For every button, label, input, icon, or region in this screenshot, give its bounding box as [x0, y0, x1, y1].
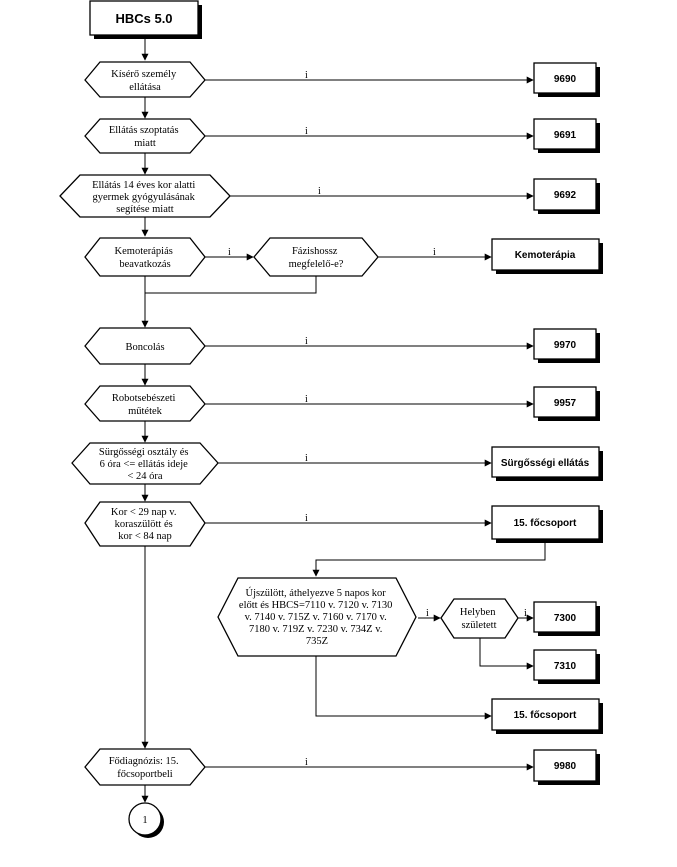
svg-text:Kemoterápia: Kemoterápia: [515, 250, 576, 261]
result-kemoterapia: Kemoterápia: [491, 238, 603, 274]
svg-text:9692: 9692: [554, 190, 577, 201]
yes-label: i: [318, 186, 321, 197]
yes-label: i: [305, 453, 308, 464]
decision-fazishossz-label: Fázishossz megfelelő-e?: [289, 246, 344, 270]
yes-label: i: [228, 247, 231, 258]
result-surgossegi-ellatas: Sürgősségi ellátás: [491, 446, 603, 481]
decision-szoptatas: [84, 118, 206, 154]
flow-arrow: [312, 542, 546, 577]
decision-kisero-szemely-label: Kísérő személy ellátása: [111, 69, 179, 93]
flow-arrow: [315, 656, 492, 720]
decision-boncolas-label: Boncolás: [125, 342, 164, 353]
decision-szoptatas-label: Ellátás szoptatás miatt: [109, 125, 181, 149]
svg-text:9691: 9691: [554, 130, 577, 141]
decision-surgossegi-label: Sürgősségi osztály és 6 óra <= ellátás i…: [99, 447, 191, 482]
yes-label: i: [305, 394, 308, 405]
decision-ujszulott-label: Újszülött, áthelyezve 5 napos kor előtt …: [239, 587, 395, 647]
decision-14-eves: [59, 174, 231, 218]
result-7310: 7310: [533, 649, 600, 684]
decision-fazishossz: [253, 237, 379, 277]
start-box: HBCs 5.0: [89, 0, 202, 39]
result-7300: 7300: [533, 601, 600, 636]
result-9957: 9957: [533, 386, 600, 421]
result-9690: 9690: [533, 62, 600, 97]
result-9970: 9970: [533, 328, 600, 363]
result-15-focsoport: 15. főcsoport: [491, 505, 603, 543]
yes-label: i: [305, 336, 308, 347]
result-9692: 9692: [533, 178, 600, 214]
svg-text:7310: 7310: [554, 661, 577, 672]
decision-robotsebeszet: [84, 385, 206, 422]
yes-labels: i i i i i i i i i i i i: [228, 70, 527, 768]
yes-label: i: [305, 757, 308, 768]
decision-boncolas: [84, 327, 206, 365]
yes-label: i: [305, 513, 308, 524]
yes-label: i: [426, 608, 429, 619]
result-9691: 9691: [533, 118, 600, 153]
yes-label: i: [524, 608, 527, 619]
decision-robotsebeszet-label: Robotsebészeti műtétek: [112, 393, 178, 417]
yes-label: i: [433, 247, 436, 258]
connector-label: 1: [142, 815, 147, 826]
svg-text:15. főcsoport: 15. főcsoport: [514, 710, 577, 721]
svg-text:9690: 9690: [554, 74, 577, 85]
diagram-title: HBCs 5.0: [115, 11, 172, 26]
svg-text:9970: 9970: [554, 340, 577, 351]
decision-kisero-szemely: [84, 61, 206, 98]
yes-label: i: [305, 126, 308, 137]
decision-kor-29-nap: [84, 501, 206, 547]
svg-text:9957: 9957: [554, 398, 577, 409]
decision-kor-29-nap-label: Kor < 29 nap v. koraszülött és kor < 84 …: [111, 507, 179, 542]
result-15-focsoport-2: 15. főcsoport: [491, 698, 603, 734]
decision-14-eves-label: Ellátás 14 éves kor alatti gyermek gyógy…: [92, 180, 198, 215]
decision-fodiagnozis: [84, 748, 206, 786]
decision-kemoterapias: [84, 237, 206, 277]
svg-text:15. főcsoport: 15. főcsoport: [514, 518, 577, 529]
decision-helyben-szuletett: [440, 598, 519, 639]
svg-text:9980: 9980: [554, 761, 577, 772]
svg-text:Sürgősségi ellátás: Sürgősségi ellátás: [501, 458, 590, 469]
decision-helyben-szuletett-label: Helyben született: [460, 607, 498, 631]
flow-arrow: [479, 638, 534, 670]
svg-text:7300: 7300: [554, 613, 577, 624]
result-9980: 9980: [533, 749, 600, 785]
page-connector: 1: [128, 802, 164, 838]
decision-ujszulott: [217, 577, 417, 657]
decision-fodiagnozis-label: Fődiagnózis: 15. főcsoportbeli: [109, 756, 182, 780]
connector-lines: [141, 38, 546, 803]
decision-surgossegi: [71, 442, 219, 485]
decision-kemoterapias-label: Kemoterápiás beavatkozás: [115, 246, 176, 270]
yes-label: i: [305, 70, 308, 81]
flow-line: [145, 276, 317, 294]
